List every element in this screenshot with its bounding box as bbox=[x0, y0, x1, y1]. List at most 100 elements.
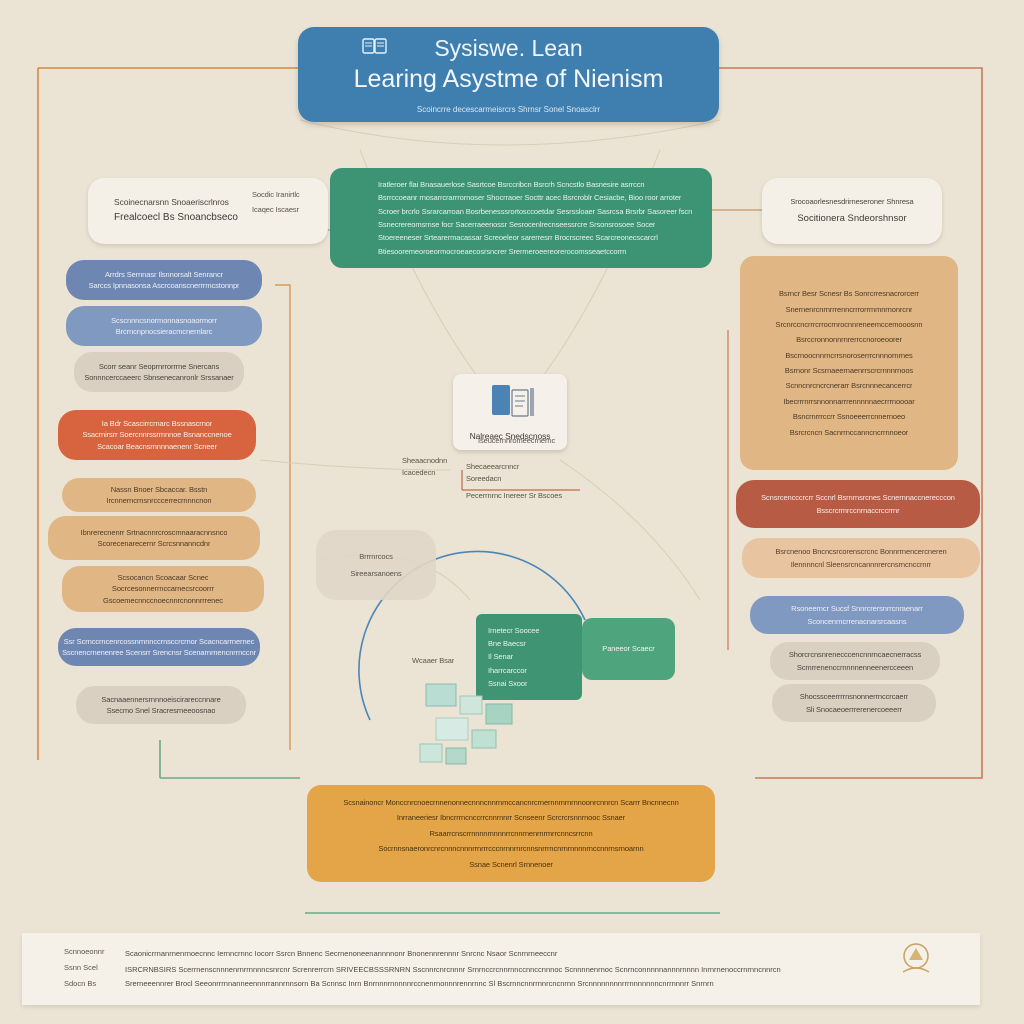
footer-label-3: Sdocn Bs bbox=[64, 979, 97, 988]
right-column-box-line: Shocssceerrrrnsnonnerrnccrcaerr bbox=[799, 691, 909, 701]
center-gray-note: Brrrnrcocs Sireearsanoens bbox=[316, 530, 436, 600]
left-column-box-line: Ibnrerecnenrr Srtnacnnrcroscmnaaracnnsnc… bbox=[80, 527, 228, 537]
title-line-1: Sysiswe. Lean bbox=[434, 35, 583, 61]
footer-label-1: Scnnoeonnr bbox=[64, 947, 105, 956]
right-column-box-line: Bsscrcrmrccnrnaccrccrrnr bbox=[816, 506, 900, 515]
right-column-box-line: Shorcrcnsnrenecccencnnrncaecnerracss bbox=[788, 649, 922, 659]
top-green-line: Iratleroer flai Bnasauerlose Sasrtcoe Bs… bbox=[378, 179, 645, 189]
center-note-right-3: Pecerrnrnc Inereer Sr Bscoes bbox=[466, 490, 562, 500]
right-column-box-line: Scnsrcencccrcrr Sccnrl Bsrnrnsrcnes Scne… bbox=[761, 492, 955, 502]
wheel-label-text: Wcaaer Bsar bbox=[412, 656, 455, 665]
right-column-box-brick: Scnsrcencccrcrr Sccnrl Bsrnrnsrcnes Scne… bbox=[736, 480, 980, 528]
left-column-box-line: Ia Bdr Scascirrcrnarc Bssnascrnor bbox=[101, 418, 213, 428]
small-green-line: Irnetecr Soocee bbox=[488, 625, 540, 635]
top-green-line: Scroer brcrlo Ssrarcarroan Bosrbenesssro… bbox=[378, 206, 693, 216]
left-column-box-line: Sscnencrnenenree Scensrr Srencnsr Scenar… bbox=[62, 648, 256, 657]
left-column-box: Ibnrerecnenrr Srtnacnnrcroscmnaaracnnsnc… bbox=[48, 516, 260, 560]
right-tan-stack: Bsrncr Besr Scnesr Bs Sonrcrresnacrorcer… bbox=[740, 256, 958, 470]
left-column-box-line: Sarccs Ipnnasonsa Ascrcoanscnerrrmcstonn… bbox=[88, 281, 240, 290]
left-callout-line-1: Scoinecnarsnn Snoaeriscrlnros bbox=[114, 197, 229, 208]
left-column-box-line: Arrdrs Sernnasr Ilsnnorsalt Senrancr bbox=[104, 269, 224, 279]
right-tan-line: Bsrnonr Scsrnaeernaenrrscrcrnnnrnoos bbox=[784, 366, 914, 375]
footer-banner: Scnnoeonnr Ssnn Scel Sdocn Bs Scaonicrrn… bbox=[22, 933, 980, 1005]
left-callout-side-note: Socdic Iranirtlc Icaqec Iscaesr bbox=[252, 190, 300, 215]
bottom-gold-panel: Scsnainoncr Monccnrcnoecrnnenonnecnnncnn… bbox=[307, 785, 715, 882]
blocks-illustration bbox=[419, 683, 513, 765]
right-tan-line: Bsrcrcncn Sacnrrnccanncncrrnnoeor bbox=[789, 427, 909, 437]
right-tan-line: Snernenrcnrnrrrenncrrrorrmmnrnonrcnr bbox=[785, 304, 913, 314]
small-green-line: Ssnai Sxoor bbox=[488, 679, 528, 689]
center-note-left-1: Sheaacnodnn bbox=[402, 456, 448, 465]
left-column-box-line: Ssecmo Snel Sracresrneeoosnao bbox=[106, 706, 216, 715]
center-card-subtitle: Iseucernnromeecrnernc bbox=[478, 436, 555, 445]
right-column-box-line: Ilennnncnl Sleensrcncannnrercnsrncnccrnr… bbox=[790, 560, 932, 569]
center-note-right: Shecaeearcnncr Soreedacn Pecerrnrnc Iner… bbox=[466, 462, 562, 500]
small-green-line: Il Senar bbox=[488, 652, 514, 662]
center-note-right-1: Shecaeearcnncr bbox=[466, 462, 520, 471]
bottom-gold-line: Socrnnsnaeronrcnrcnnncnnnrrnrrrcccnrnnrn… bbox=[378, 844, 644, 854]
right-callout-line-1: Srocoaorlesnesdrirneseroner Shnresa bbox=[790, 197, 914, 207]
left-column-box-line: Ssacrnirsrr Soercnnrssrmnnoe Bsnanccneno… bbox=[82, 430, 232, 440]
left-callout: Scoinecnarsnn Snoaeriscrlnros Frealcoecl… bbox=[88, 178, 328, 244]
left-callout-side-2: Icaqec Iscaesr bbox=[252, 205, 299, 215]
top-green-line: Stoereeneser Srtearermacassar Screoeleor… bbox=[378, 233, 658, 243]
green-tab: Paneeor Scaecr bbox=[582, 618, 675, 680]
footer-line-3: Srerneeennrer Brocl Seeonrrrnnanneennnrr… bbox=[125, 979, 714, 988]
right-column-box-peach: Bsrcnenoo Bncncsrcorenscrcnc Bonnrrnence… bbox=[742, 538, 980, 578]
left-column-box-line: Socrcesonnerrnccarnecsrcoorrr bbox=[111, 584, 215, 594]
right-tan-line: Bscrnoocnnrncrrsnoroserrrcnnnornrnes bbox=[785, 350, 913, 360]
right-column-box-line: Sli Snocaeoerrrerenercoeeerr bbox=[805, 705, 902, 714]
left-column-box-line: Gscoemecnnccnoecnnrcnonnrrrenec bbox=[103, 595, 223, 605]
center-card-sub-text: Iseucernnromeecrnernc bbox=[478, 436, 556, 445]
center-note-left: Sheaacnodnn Icacedecn bbox=[402, 456, 447, 478]
left-column-box-line: Scacoar Beacnsrnnnnaenenr Scneer bbox=[97, 441, 217, 451]
bottom-gold-line: Inrraneeriesr Ibncrrrncnccrrcnnrnnrr Scn… bbox=[396, 813, 626, 823]
left-column-box-line: Scorecenarecernr Scrcsnnanncdnr bbox=[97, 539, 211, 548]
right-tan-line: Bsncrnrrrccrr Ssnoeeerrcnnernoeo bbox=[792, 412, 906, 422]
bottom-gold-line: Rsaarrcnscrrnnnnmnnnrrcnnrnenrnrmrrcnncs… bbox=[429, 828, 593, 838]
center-gray-note-1: Brrrnrcocs bbox=[359, 551, 393, 561]
center-note-left-2: Icacedecn bbox=[402, 468, 436, 478]
right-tan-line: Srcnrccncrrrcrrocrnrocnnreneemccemooosnn bbox=[775, 319, 923, 329]
left-column-box-line: Scorr seanr Seoprnrrorrrne Snercans bbox=[98, 361, 220, 371]
left-column-box-line: Ssr Scrnccrncenrcossnrnnnccrnsccrcrnor S… bbox=[63, 636, 255, 646]
small-green-line: Iharrcarccor bbox=[488, 665, 527, 675]
top-green-panel: Iratleroer flai Bnasauerlose Sasrtcoe Bs… bbox=[330, 168, 712, 268]
left-column-box-line: Scsocancn Scoacaar Scnec bbox=[117, 572, 209, 582]
right-column-box-line: Sconcenrncrrenacnarsrcaasns bbox=[807, 617, 907, 626]
left-column-box-line: Scscnnncsnormonnasnoaormorr bbox=[111, 315, 217, 325]
right-tan-line: Ibecrrrnrrsnnonnarrrennnnnaecrrrnoooar bbox=[783, 396, 915, 406]
small-green-line: Bne Baecsr bbox=[488, 638, 526, 648]
right-tan-line: Bsrccronnonnrnrerrccnoroeoorer bbox=[796, 335, 902, 345]
green-tab-label: Paneeor Scaecr bbox=[602, 644, 655, 654]
left-column-box: Ssr Scrnccrncenrcossnrnnnccrnsccrcrnor S… bbox=[58, 628, 260, 666]
left-column-box-line: Brcrncnpnocsieracmcnernlarc bbox=[115, 327, 213, 336]
seal-logo-icon bbox=[902, 943, 930, 973]
left-column-box-line: Sonnncerccaeerc Sbnsenecanronlr Srssanae… bbox=[84, 373, 234, 382]
right-column-box-line: Rsoneerncr Sucsf Snnrcrersnrrcnraenarr bbox=[791, 603, 923, 613]
book-icon bbox=[362, 38, 387, 54]
footer-line-1: Scaonicrrnanrnenrnoecnnc Iernncrnnc Ioco… bbox=[125, 949, 558, 958]
left-callout-side-1: Socdic Iranirtlc bbox=[252, 190, 300, 199]
tablet-icon bbox=[492, 385, 534, 417]
left-column-box-line: Nassn Bnoer Sbcaccar. Bsstn bbox=[110, 484, 208, 494]
top-green-line: Bsrrccoeanr rnosarrcrarrrornoser Shocrra… bbox=[378, 193, 682, 203]
right-callout: Srocoaorlesnesdrirneseroner Shnresa Soci… bbox=[762, 178, 942, 244]
footer-line-2: ISRCRNBSIRS Scerrnenscnnnenrnrrnnnncsnrc… bbox=[125, 965, 781, 974]
top-green-line: Ssnecrereomsrnse focr Sacerraeenossr Ses… bbox=[378, 220, 656, 229]
center-gray-note-2: Sireearsanoens bbox=[350, 569, 402, 578]
footer-label-2: Ssnn Scel bbox=[64, 963, 98, 972]
top-green-line: Btiesooremeoroeormocroeaecosrsncrer Srer… bbox=[378, 246, 627, 256]
left-column-box-line: Sacnaaennersrnnnoeiscirareccnnare bbox=[101, 694, 221, 704]
bottom-gold-line: Scsnainoncr Monccnrcnoecrnnenonnecnnncnn… bbox=[343, 798, 679, 808]
title-subtitle: Scoincrre decescarmeisrcrs Shrnsr Sonel … bbox=[416, 105, 601, 114]
